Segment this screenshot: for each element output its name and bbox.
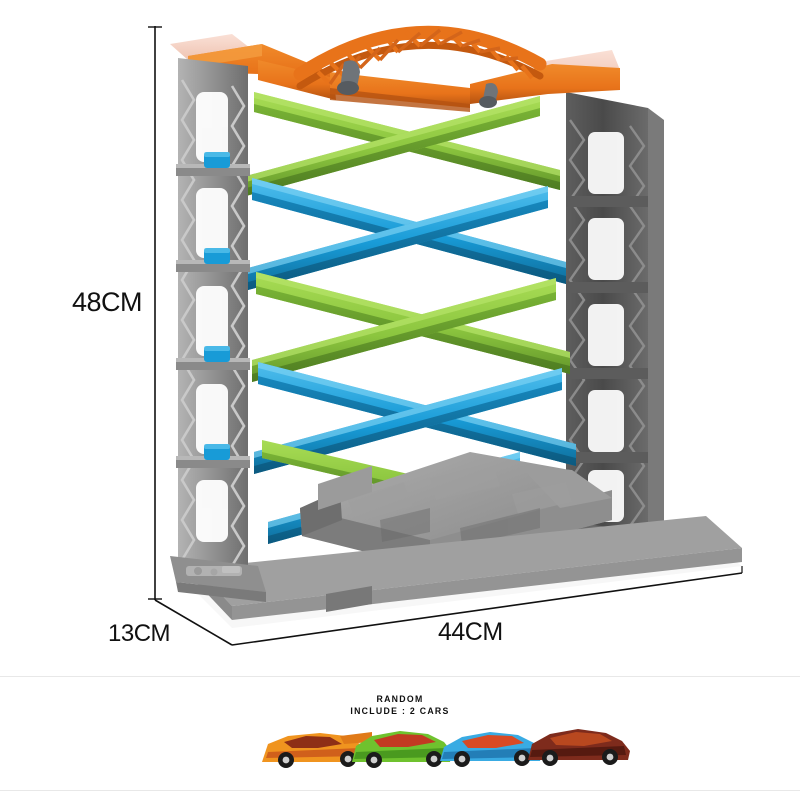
- section-divider-top: [0, 676, 800, 677]
- car-orange: [262, 732, 372, 768]
- ramp-blue-2: [248, 186, 548, 290]
- dimension-line-depth: [154, 599, 233, 646]
- ramp-blue-4: [254, 368, 562, 474]
- car-blue: [440, 732, 542, 767]
- dimension-line-width: [231, 572, 743, 646]
- random-cars-note: RANDOM INCLUDE : 2 CARS: [32, 694, 768, 717]
- dimension-label-depth: 13CM: [108, 620, 171, 647]
- rock-base: [196, 452, 742, 620]
- base-mechanism: [186, 566, 242, 576]
- tower-left: [170, 58, 266, 602]
- track-lever-left: [337, 60, 360, 95]
- orange-truss-arch: [293, 25, 547, 90]
- dimension-label-width: 44CM: [438, 618, 503, 646]
- dimension-lines: [148, 26, 743, 646]
- dimension-label-height: 48CM: [72, 287, 143, 317]
- section-divider-bottom: [0, 790, 800, 791]
- top-bridge-assembly: [170, 25, 620, 112]
- car-darkred: [528, 729, 630, 766]
- included-cars-row: [262, 729, 630, 768]
- track-lever-right: [479, 83, 498, 108]
- ramp-green-4: [252, 278, 556, 382]
- random-cars-note-line2: INCLUDE : 2 CARS: [350, 705, 450, 717]
- random-cars-note-line1: RANDOM: [376, 694, 424, 705]
- car-green: [352, 731, 452, 768]
- ramp-green-2: [246, 96, 540, 196]
